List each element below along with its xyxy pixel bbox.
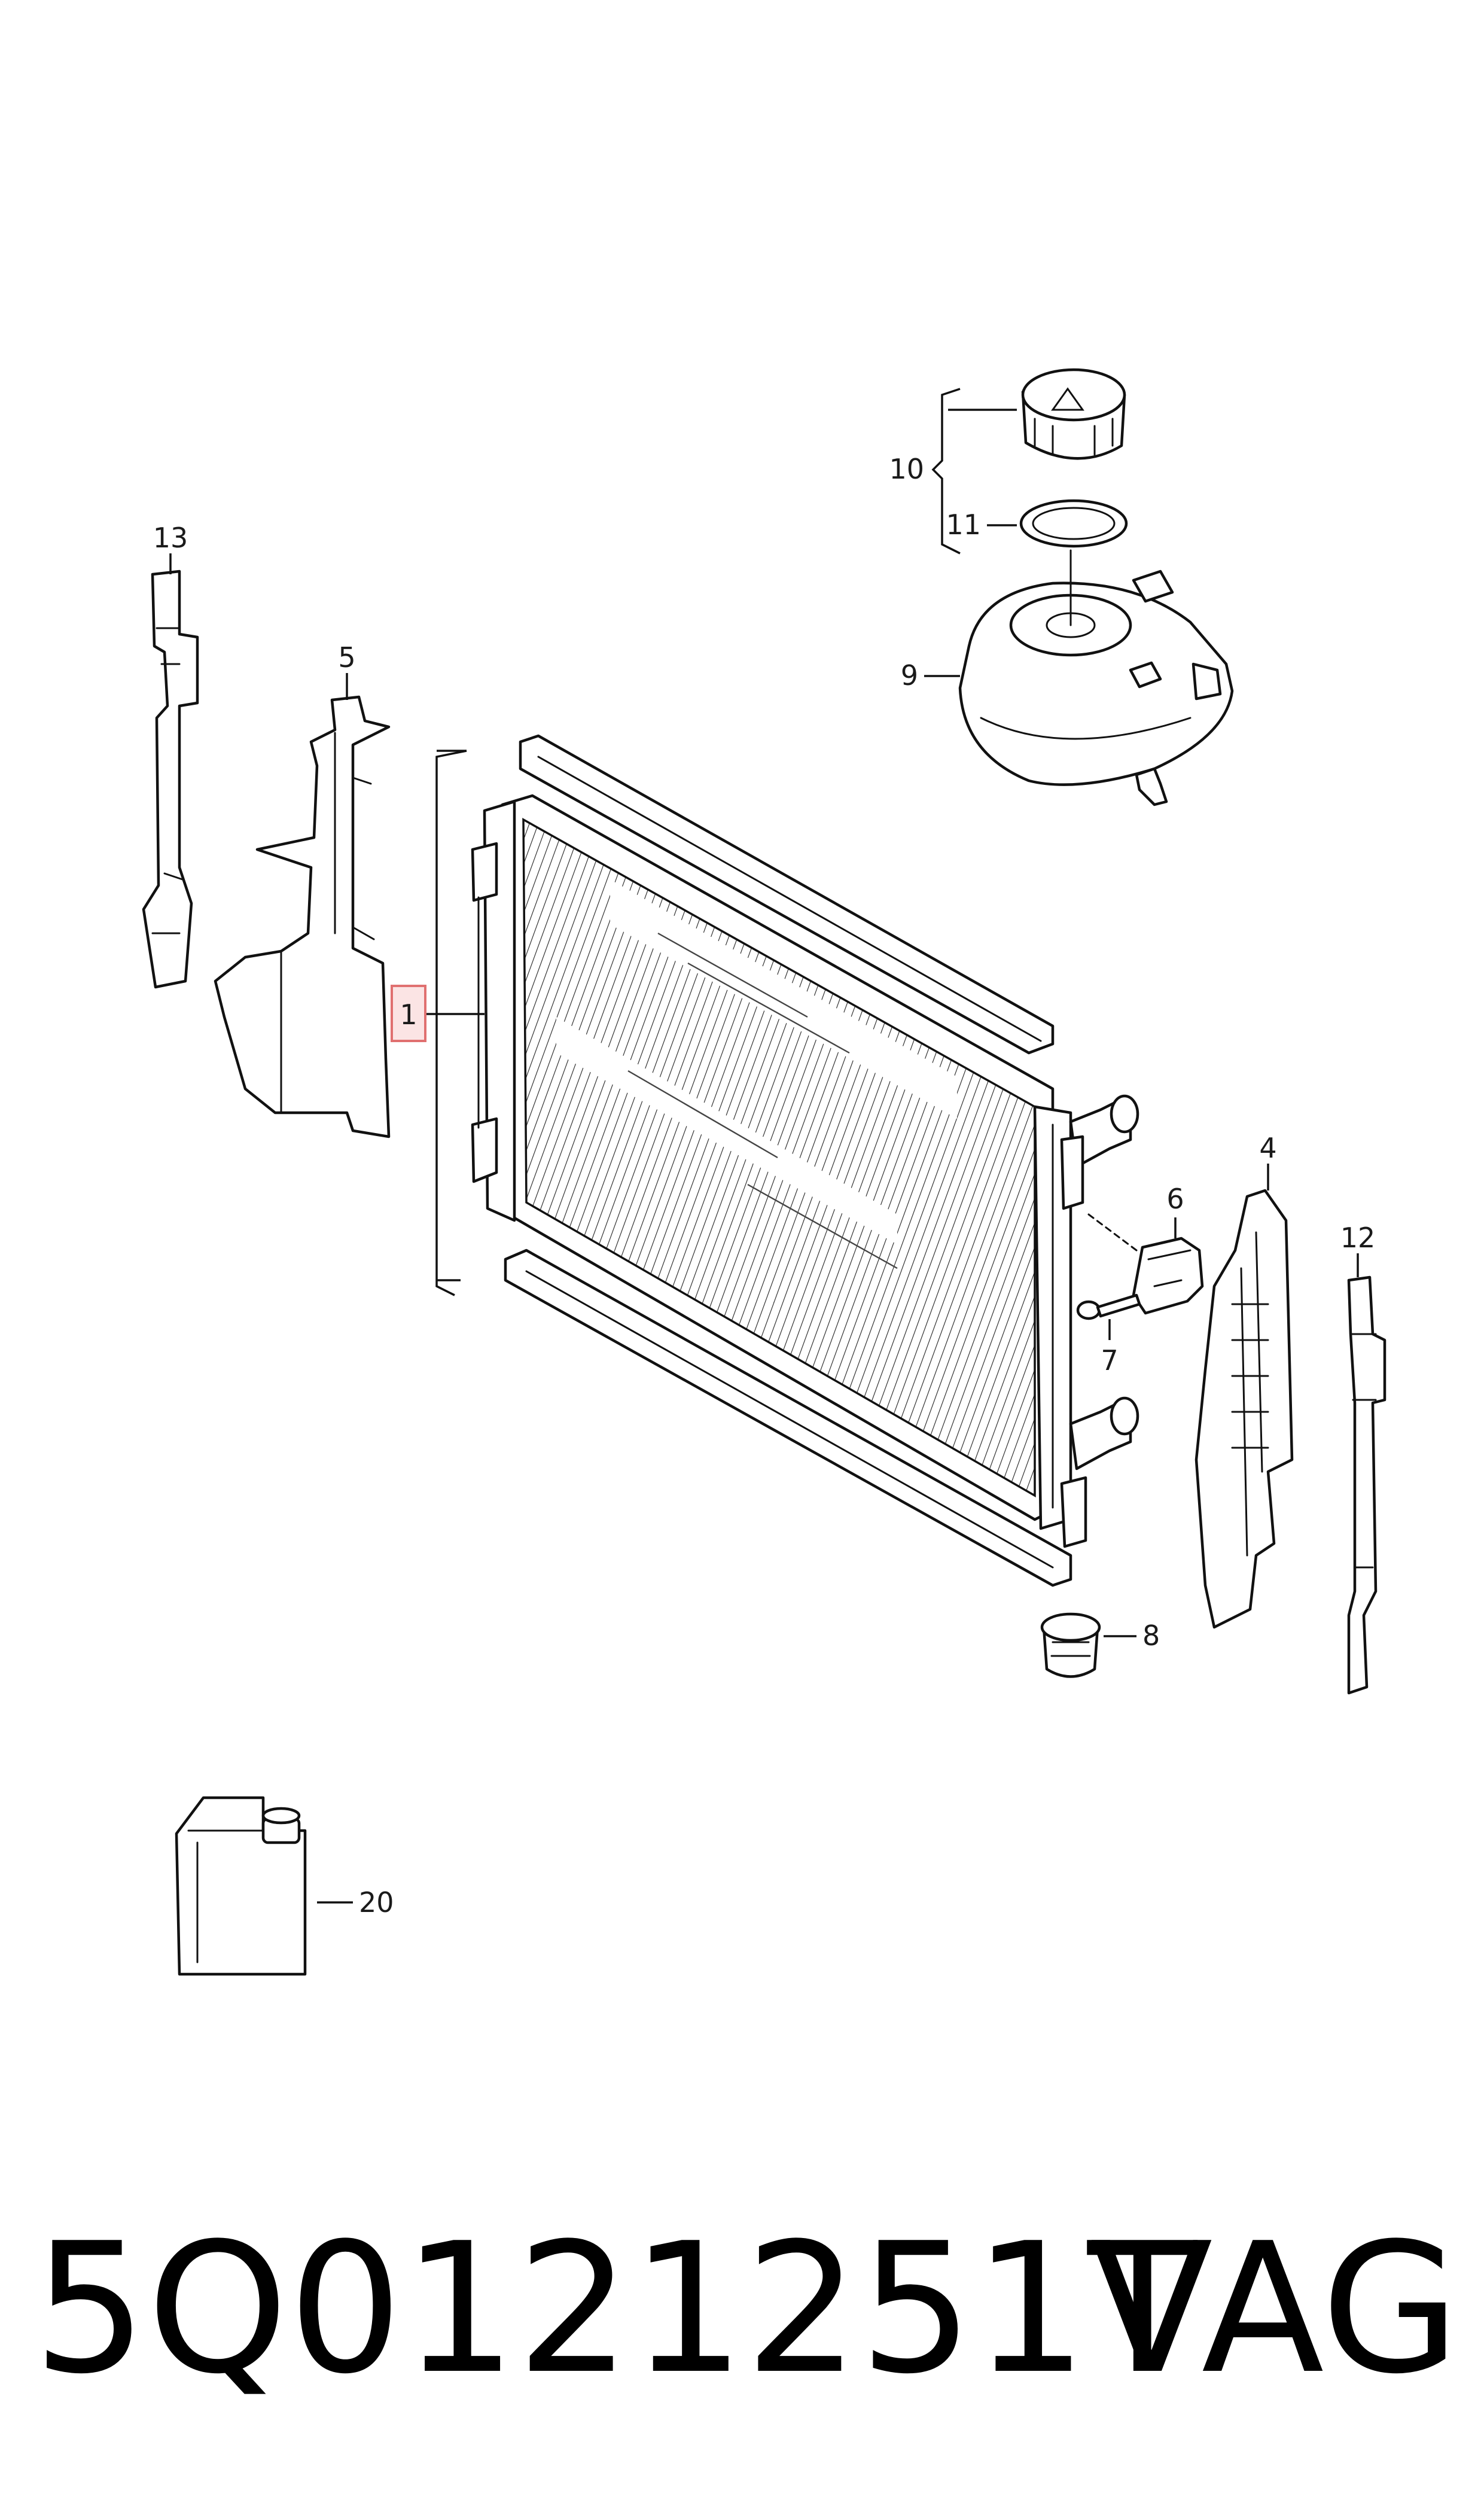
callout-10: 10 — [889, 453, 924, 485]
seal-ring-part — [987, 499, 1128, 548]
rubber-mount-part — [1040, 1612, 1136, 1678]
callout-5: 5 — [338, 641, 355, 674]
callout-20: 20 — [359, 1886, 394, 1919]
callout-6: 6 — [1166, 1183, 1184, 1215]
callout-4: 4 — [1259, 1132, 1276, 1164]
callout-9: 9 — [901, 659, 918, 692]
callout-12: 12 — [1340, 1222, 1376, 1254]
seal-strip-left-part — [142, 553, 199, 989]
tank-cap-part — [1021, 368, 1126, 460]
screw-part — [1076, 1293, 1141, 1340]
callout-1-highlight-box — [391, 985, 426, 1042]
radiator-top-seal-strip — [519, 734, 1055, 1055]
expansion-tank-part — [924, 549, 1234, 806]
callout-13: 13 — [153, 522, 188, 554]
part-number-caption: 5Q0121251T — [33, 2205, 1197, 2413]
radiator-callout-bracket — [391, 750, 484, 1296]
callout-11: 11 — [946, 509, 981, 541]
callout-7: 7 — [1101, 1344, 1118, 1377]
radiator-bottom-seal-strip — [504, 1249, 1072, 1587]
brand-caption: VAG — [1090, 2205, 1460, 2413]
coolant-container-part — [175, 1796, 353, 1976]
cap-group-bracket — [931, 388, 1017, 555]
radiator-part — [471, 794, 1139, 1548]
callout-1: 1 — [400, 998, 417, 1031]
callout-8: 8 — [1142, 1619, 1160, 1652]
air-guide-left-part — [214, 673, 391, 1138]
air-guide-right-part — [1194, 1164, 1294, 1629]
bracket-part — [1087, 1213, 1204, 1315]
seal-strip-right-part — [1347, 1253, 1387, 1695]
